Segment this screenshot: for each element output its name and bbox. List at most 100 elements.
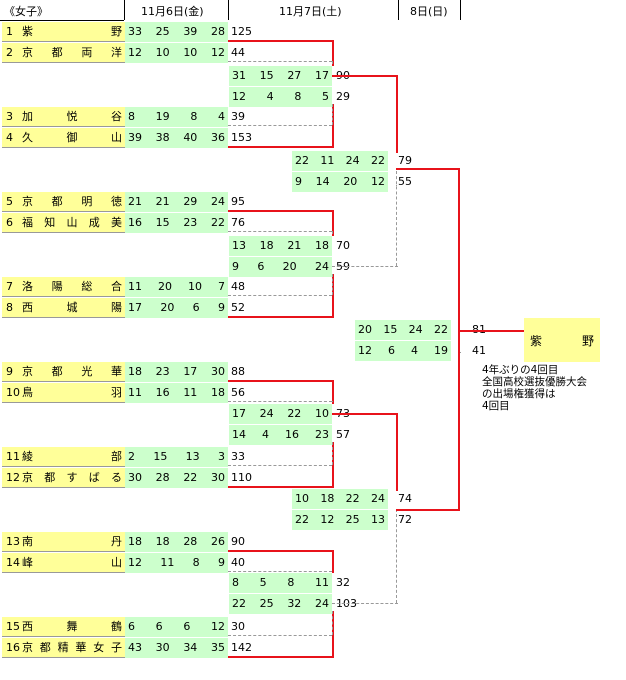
quarter-score: 17 bbox=[314, 69, 329, 82]
loser-line bbox=[396, 509, 397, 603]
loser-line bbox=[396, 185, 397, 186]
loser-line bbox=[332, 61, 333, 64]
quarter-score: 6 bbox=[155, 620, 163, 633]
header-divider bbox=[398, 0, 399, 20]
quarter-score: 6 bbox=[128, 620, 135, 633]
quarter-score: 40 bbox=[183, 131, 198, 144]
team-name: 紫野 bbox=[22, 22, 122, 41]
round1-total: 40 bbox=[231, 556, 245, 569]
team-name-char: 舞 bbox=[66, 620, 78, 633]
quarter-score: 28 bbox=[183, 535, 198, 548]
team-name-char: 華 bbox=[75, 641, 87, 654]
quarter-score: 21 bbox=[155, 195, 170, 208]
team-name-char: 陽 bbox=[111, 301, 122, 314]
quarter-score: 28 bbox=[155, 471, 170, 484]
quarter-score: 18 bbox=[320, 492, 335, 505]
quarter-score: 8 bbox=[232, 576, 239, 589]
team-name-char: 合 bbox=[110, 280, 122, 293]
quarter-score: 18 bbox=[128, 535, 142, 548]
quarter-score: 22 bbox=[370, 154, 385, 167]
team-name-char: 御 bbox=[66, 131, 78, 144]
quarter-score: 20 bbox=[358, 323, 372, 336]
quarter-score: 14 bbox=[232, 428, 246, 441]
champion-name-last: 野 bbox=[581, 333, 594, 348]
quarter-score: 8 bbox=[294, 90, 302, 103]
team-name: 峰山 bbox=[22, 553, 122, 572]
final-total: 41 bbox=[472, 344, 486, 357]
quarter-score: 22 bbox=[295, 513, 309, 526]
quarter-score: 15 bbox=[153, 450, 168, 463]
quarter-score: 17 bbox=[183, 365, 198, 378]
quarter-score: 12 bbox=[320, 513, 335, 526]
winner-line bbox=[228, 316, 332, 318]
team-name-char: 光 bbox=[81, 365, 93, 378]
winner-line bbox=[396, 413, 398, 491]
team-name-char: 山 bbox=[111, 131, 122, 144]
quarter-score: 23 bbox=[183, 216, 198, 229]
quarter-score: 22 bbox=[210, 216, 225, 229]
quarter-score: 11 bbox=[314, 576, 329, 589]
team-name: 京都光華 bbox=[22, 362, 122, 381]
team-name-char: 子 bbox=[110, 641, 122, 654]
header-divider bbox=[124, 0, 125, 20]
team-name: 綾部 bbox=[22, 447, 122, 466]
loser-line bbox=[332, 104, 333, 125]
quarter-score: 9 bbox=[217, 301, 225, 314]
team-name: 鳥羽 bbox=[22, 383, 122, 402]
quarter-score: 8 bbox=[190, 110, 198, 123]
round2-total: 29 bbox=[336, 90, 350, 103]
quarter-score: 8 bbox=[192, 556, 200, 569]
winner-line bbox=[332, 611, 334, 658]
team-name-char: 都 bbox=[51, 195, 63, 208]
winner-line bbox=[228, 146, 332, 148]
loser-line bbox=[332, 603, 398, 604]
quarter-score: 11 bbox=[128, 386, 142, 399]
team-name-char: 都 bbox=[51, 46, 63, 59]
round1-total: 88 bbox=[231, 365, 245, 378]
team-name-char: 成 bbox=[88, 216, 100, 229]
round1-total: 39 bbox=[231, 110, 245, 123]
team-name-char: 両 bbox=[81, 46, 93, 59]
team-name-char: 精 bbox=[57, 641, 69, 654]
quarter-score: 4 bbox=[266, 90, 274, 103]
round1-total: 110 bbox=[231, 471, 252, 484]
seed-number: 7 bbox=[6, 280, 13, 293]
quarter-score: 12 bbox=[210, 620, 225, 633]
team-name-char: 華 bbox=[110, 365, 122, 378]
team-name-char: 谷 bbox=[111, 110, 122, 123]
round1-total: 30 bbox=[231, 620, 245, 633]
team-name-char: 京 bbox=[22, 46, 33, 59]
team-name-char: る bbox=[111, 471, 122, 484]
day2-header: 11月7日(土) bbox=[279, 5, 342, 18]
semifinal-total: 72 bbox=[398, 513, 412, 526]
team-name-char: 西 bbox=[22, 620, 33, 633]
team-name-char: 都 bbox=[51, 365, 63, 378]
day1-header: 11月6日(金) bbox=[141, 5, 204, 18]
quarter-score: 15 bbox=[383, 323, 398, 336]
quarter-score: 34 bbox=[183, 641, 198, 654]
quarter-score: 8 bbox=[128, 110, 135, 123]
quarter-score: 11 bbox=[128, 280, 142, 293]
quarter-score: 22 bbox=[295, 154, 309, 167]
quarter-score: 26 bbox=[210, 535, 225, 548]
quarter-score: 10 bbox=[295, 492, 309, 505]
quarter-score: 24 bbox=[259, 407, 274, 420]
round1-total: 95 bbox=[231, 195, 245, 208]
team-name-char: 総 bbox=[81, 280, 93, 293]
team-name-char: 鶴 bbox=[111, 620, 122, 633]
team-name-char: 都 bbox=[39, 641, 51, 654]
team-name-char: 京 bbox=[22, 365, 33, 378]
quarter-score: 19 bbox=[434, 344, 448, 357]
